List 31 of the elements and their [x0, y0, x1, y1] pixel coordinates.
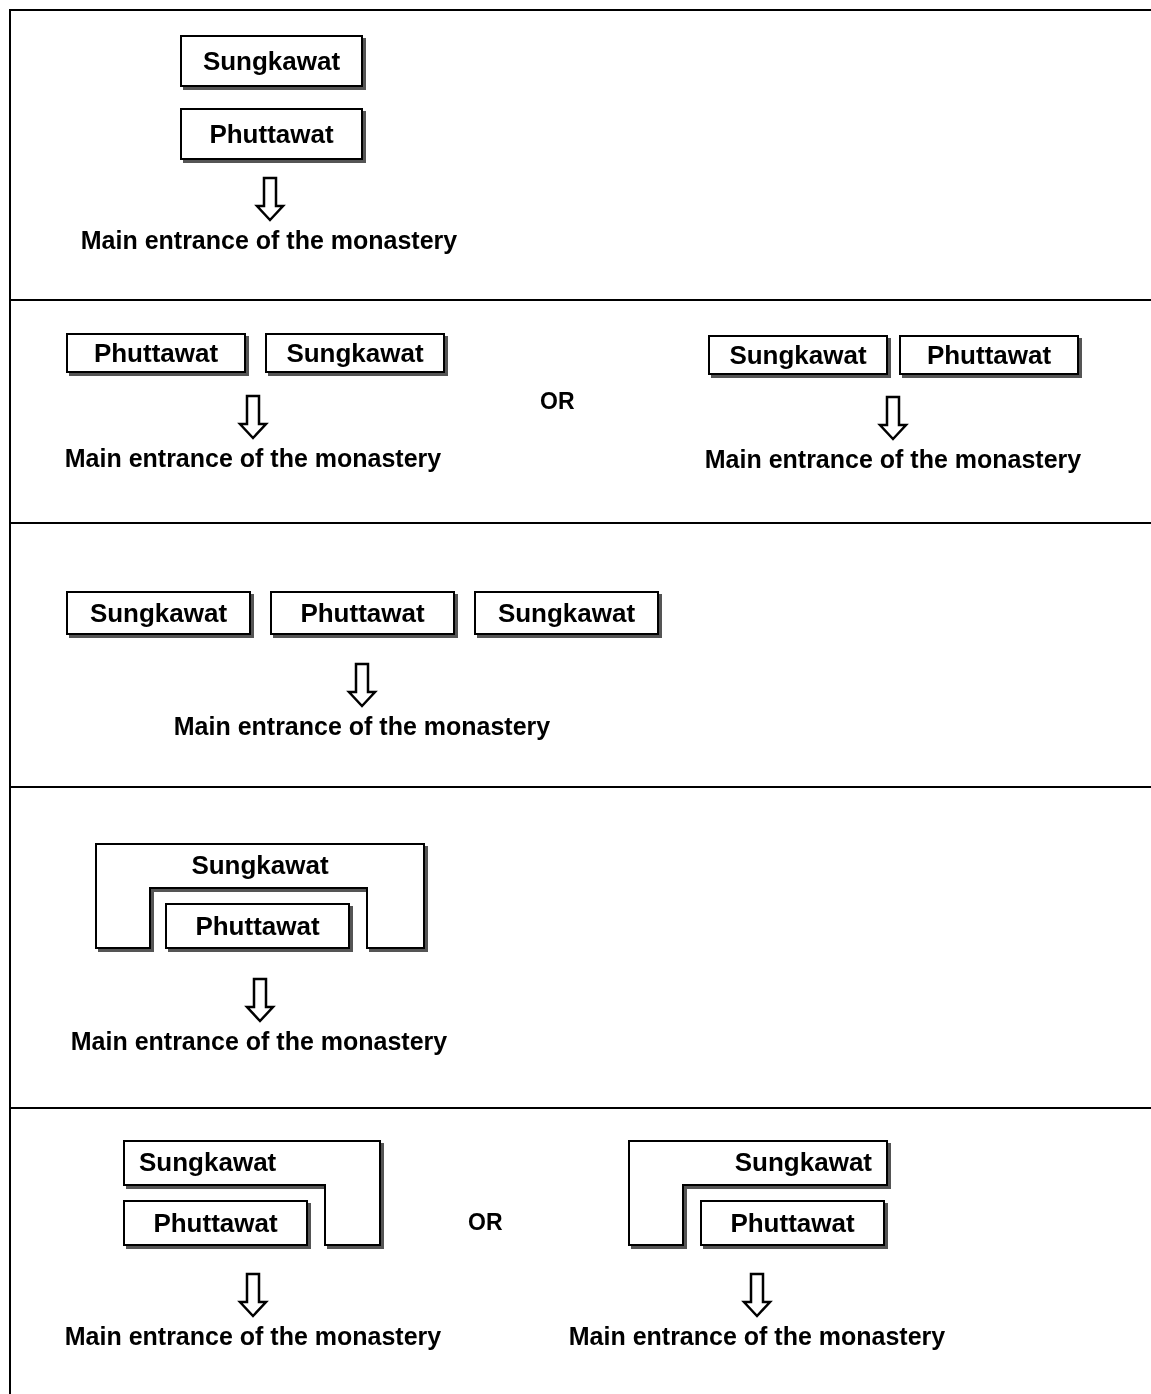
- arrow: [237, 1272, 269, 1318]
- name-box: Phuttawat: [66, 333, 246, 373]
- building-label: Sungkawat: [191, 849, 329, 882]
- arrow: [237, 394, 269, 440]
- building-label: Sungkawat: [734, 1146, 872, 1179]
- name-box: Phuttawat: [700, 1200, 885, 1246]
- arrow: [244, 977, 276, 1023]
- name-box: Sungkawat: [265, 333, 445, 373]
- building-label: Sungkawat: [139, 1146, 277, 1179]
- arrow: [346, 662, 378, 708]
- name-box: Sungkawat: [66, 591, 251, 635]
- name-box: Sungkawat: [708, 335, 888, 375]
- or-label: OR: [540, 387, 575, 416]
- name-box: Phuttawat: [123, 1200, 308, 1246]
- name-box: Sungkawat: [180, 35, 363, 87]
- arrow: [254, 176, 286, 222]
- arrow: [741, 1272, 773, 1318]
- caption-text: Main entrance of the monastery: [663, 441, 1123, 479]
- name-box: Phuttawat: [165, 903, 350, 949]
- caption-text: Main entrance of the monastery: [527, 1318, 987, 1356]
- or-label: OR: [468, 1208, 503, 1237]
- arrow: [877, 395, 909, 441]
- name-box: Phuttawat: [899, 335, 1079, 375]
- name-box: Phuttawat: [180, 108, 363, 160]
- caption-text: Main entrance of the monastery: [23, 1318, 483, 1356]
- caption-text: Main entrance of the monastery: [23, 440, 483, 478]
- caption-text: Main entrance of the monastery: [39, 222, 499, 260]
- caption-text: Main entrance of the monastery: [29, 1023, 489, 1061]
- name-box: Phuttawat: [270, 591, 455, 635]
- name-box: Sungkawat: [474, 591, 659, 635]
- caption-text: Main entrance of the monastery: [132, 708, 592, 746]
